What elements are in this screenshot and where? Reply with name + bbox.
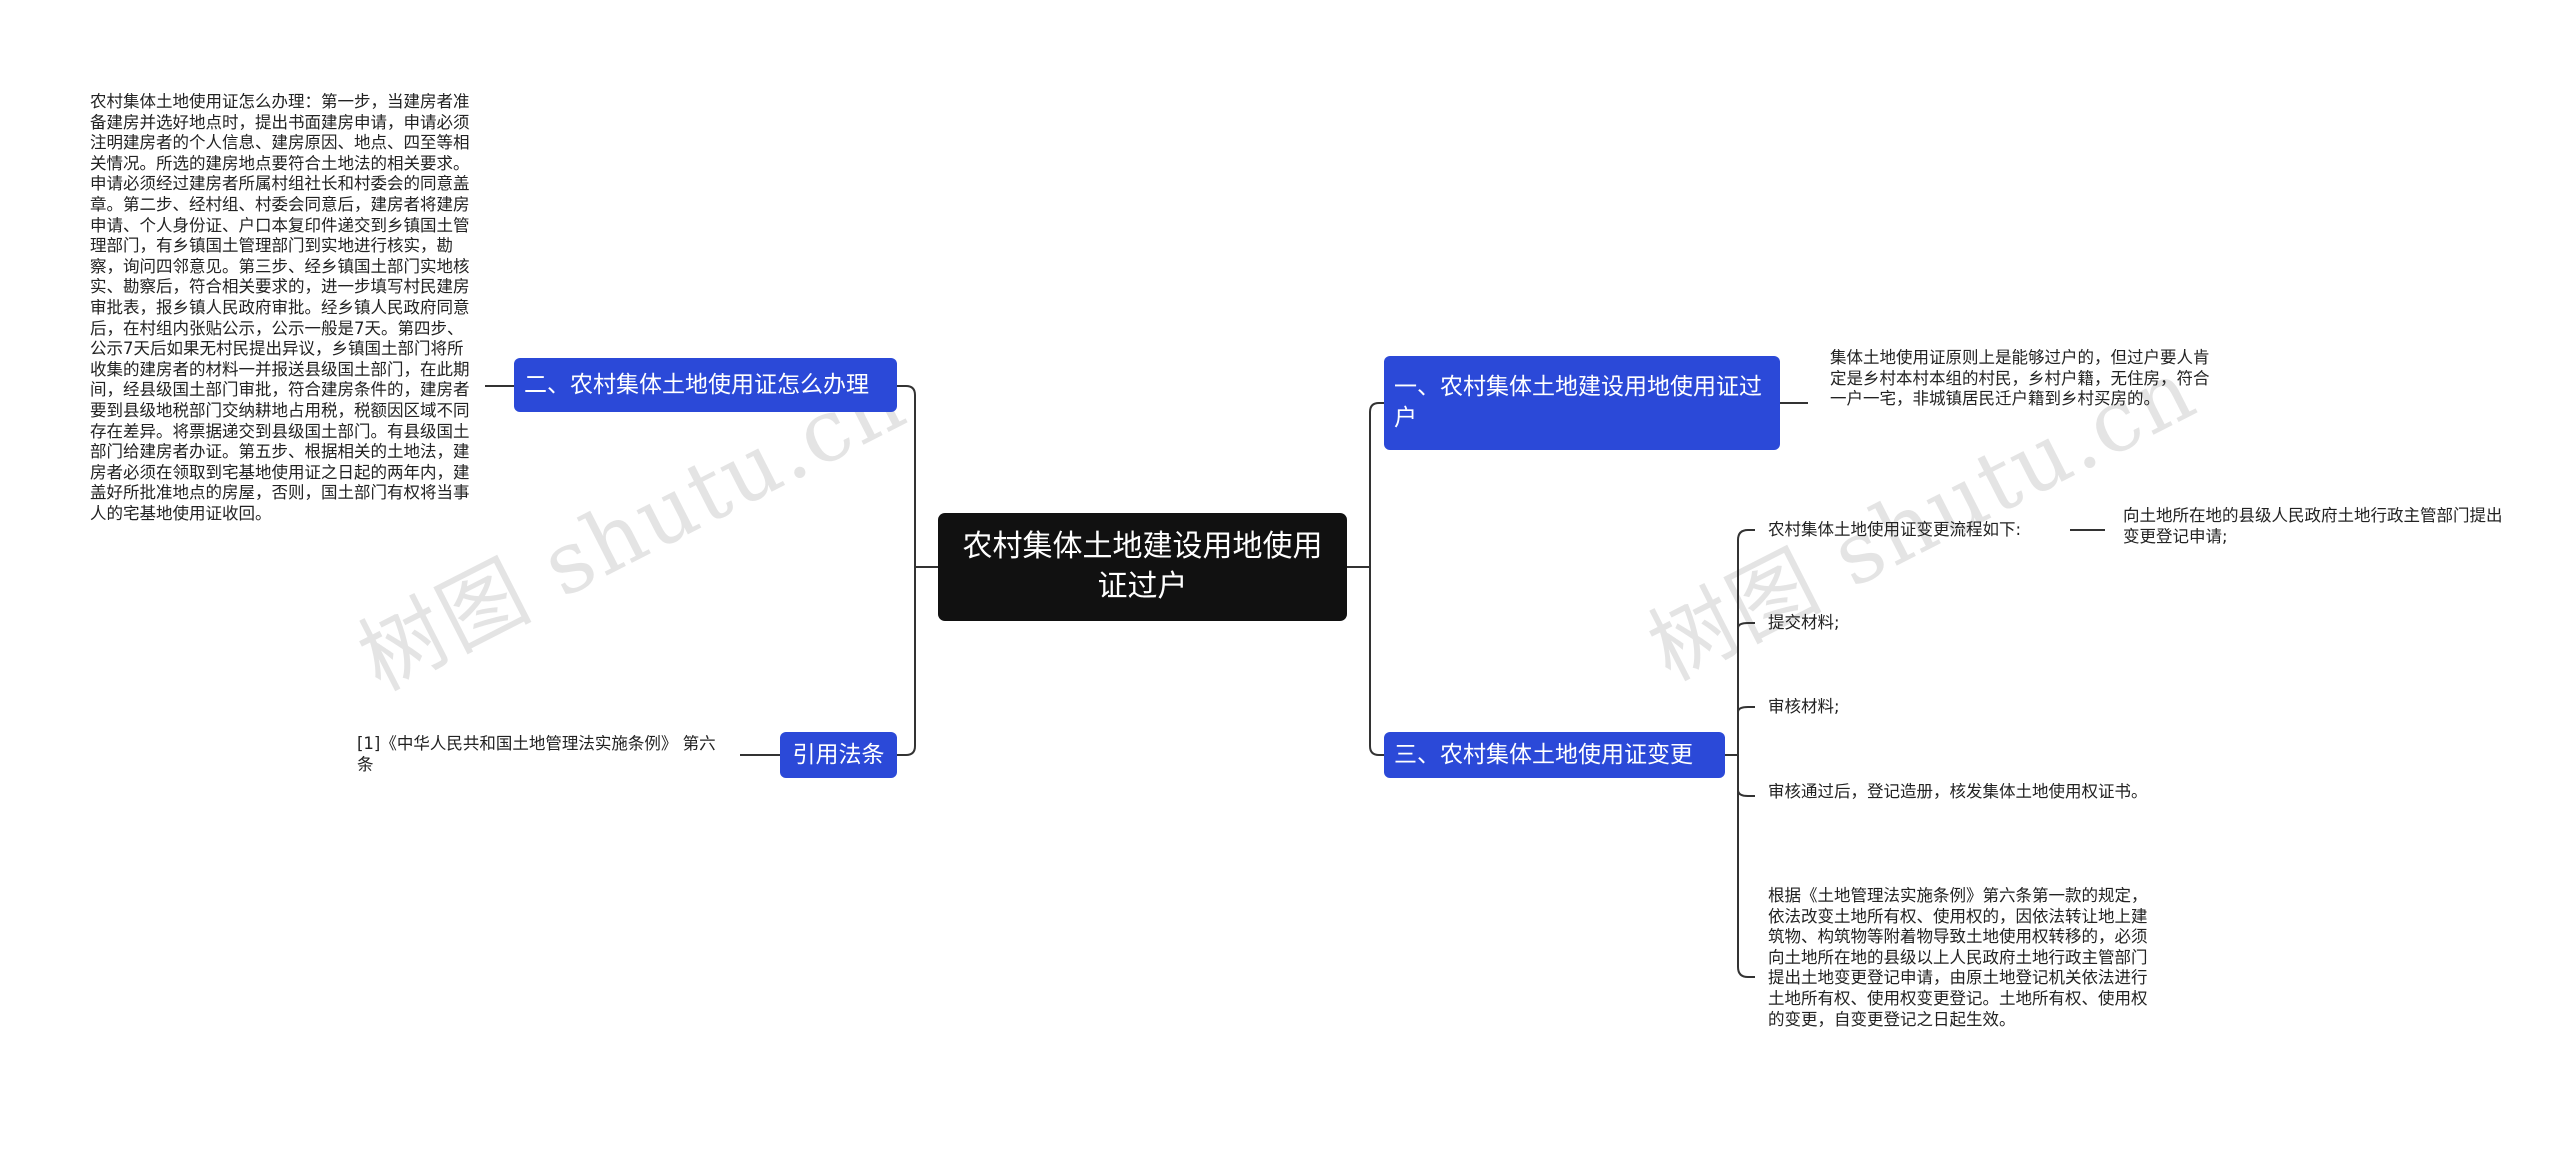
root-title: 农村集体土地建设用地使用证过户 xyxy=(962,529,1323,604)
branch-transfer-label: 一、农村集体土地建设用地使用证过户 xyxy=(1394,374,1762,431)
branch-change-label: 三、农村集体土地使用证变更 xyxy=(1394,741,1693,768)
branch-cited-law[interactable]: 引用法条 xyxy=(780,732,897,778)
link-right-trunk-upper xyxy=(1369,402,1384,567)
link-right3-item2 xyxy=(1737,622,1755,629)
branch-change[interactable]: 三、农村集体土地使用证变更 xyxy=(1384,732,1725,778)
root-node[interactable]: 农村集体土地建设用地使用证过户 xyxy=(938,513,1347,621)
change-item-regulation: 根据《土地管理法实施条例》第六条第一款的规定，依法改变土地所有权、使用权的，因依… xyxy=(1768,886,2148,1029)
change-item-submit: 提交材料; xyxy=(1768,613,1840,632)
link-right3-item3 xyxy=(1737,706,1755,713)
branch-cited-law-label: 引用法条 xyxy=(792,741,885,768)
branch-apply-procedure[interactable]: 二、农村集体土地使用证怎么办理 xyxy=(514,358,897,412)
change-item-process-sub: 向土地所在地的县级人民政府土地行政主管部门提出变更登记申请; xyxy=(2123,506,2503,546)
cited-law-text: [1]《中华人民共和国土地管理法实施条例》 第六条 xyxy=(357,734,716,774)
link-right3-trunk xyxy=(1737,529,1755,755)
link-left-trunk-lower xyxy=(897,567,916,756)
apply-procedure-text: 农村集体土地使用证怎么办理：第一步，当建房者准备建房并选好地点时，提出书面建房申… xyxy=(90,92,470,523)
branch-transfer[interactable]: 一、农村集体土地建设用地使用证过户 xyxy=(1384,356,1780,450)
change-item-process: 农村集体土地使用证变更流程如下: xyxy=(1768,520,2022,539)
link-left-trunk xyxy=(897,385,916,567)
link-right3-item4 xyxy=(1737,789,1755,797)
change-item-review: 审核材料; xyxy=(1768,697,1840,716)
change-item-approve: 审核通过后，登记造册，核发集体土地使用权证书。 xyxy=(1768,782,2148,801)
link-right3-trunk-lower xyxy=(1737,755,1755,978)
transfer-text: 集体土地使用证原则上是能够过户的，但过户要人肯定是乡村本村本组的村民，乡村户籍，… xyxy=(1830,348,2210,409)
branch-apply-procedure-label: 二、农村集体土地使用证怎么办理 xyxy=(524,371,869,398)
link-right-trunk-lower xyxy=(1369,567,1384,756)
